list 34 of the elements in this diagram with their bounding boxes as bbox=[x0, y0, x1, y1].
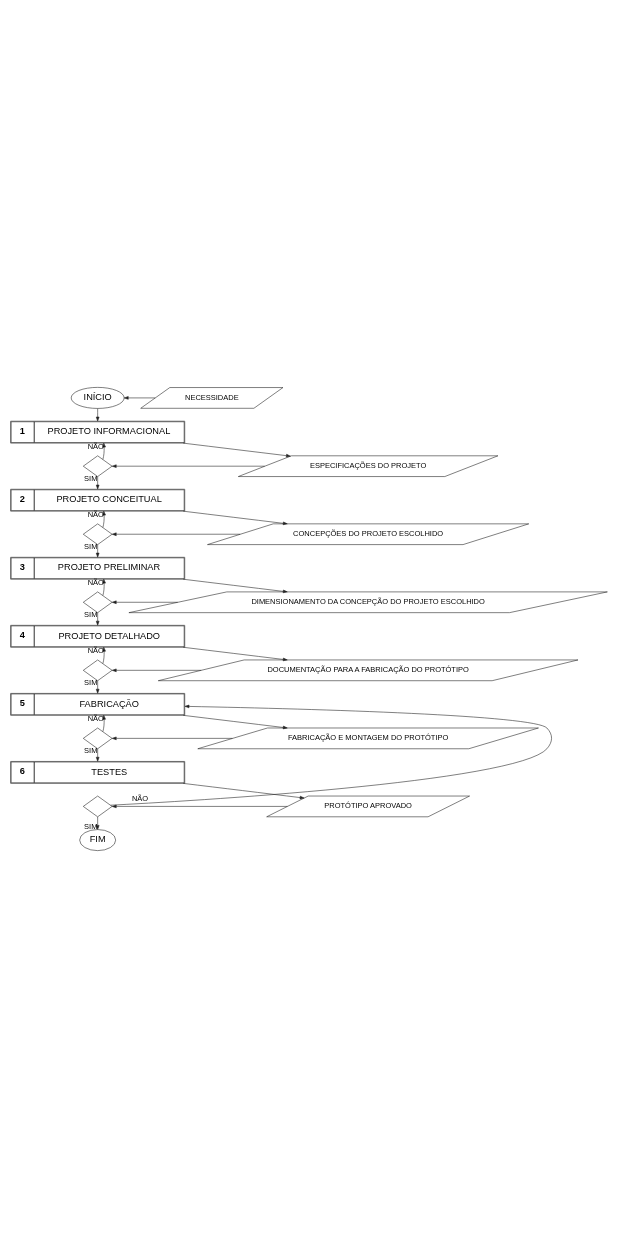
arrow bbox=[95, 612, 100, 626]
arrow bbox=[182, 442, 291, 458]
arrow bbox=[111, 532, 241, 536]
arrow bbox=[95, 476, 100, 490]
arrow bbox=[111, 804, 288, 809]
arrow bbox=[95, 680, 100, 694]
node-diamond bbox=[82, 591, 113, 613]
arrow bbox=[182, 510, 288, 526]
arrow bbox=[182, 578, 288, 594]
arrow bbox=[95, 816, 100, 830]
arrow bbox=[102, 578, 106, 596]
node-diamond bbox=[82, 795, 113, 818]
arrow bbox=[182, 715, 288, 730]
node-ellipse: FIM bbox=[79, 829, 116, 851]
arrow bbox=[102, 510, 106, 528]
node-diamond bbox=[82, 727, 113, 750]
arrow bbox=[95, 544, 100, 558]
arrow bbox=[182, 647, 288, 662]
arrow bbox=[111, 736, 233, 741]
node-diamond bbox=[82, 523, 113, 545]
arrow bbox=[102, 442, 106, 460]
node-ellipse: INÍCIO bbox=[70, 387, 125, 409]
arrow bbox=[111, 464, 265, 468]
arrow bbox=[95, 408, 100, 422]
arrow bbox=[102, 715, 106, 732]
arrow bbox=[102, 647, 106, 664]
arrow bbox=[110, 704, 552, 806]
node-diamond bbox=[82, 455, 113, 477]
node-diamond bbox=[82, 659, 113, 681]
arrow bbox=[111, 668, 202, 673]
arrow bbox=[95, 748, 100, 762]
arrow bbox=[182, 783, 305, 800]
arrow bbox=[123, 396, 156, 400]
arrow bbox=[111, 600, 178, 604]
